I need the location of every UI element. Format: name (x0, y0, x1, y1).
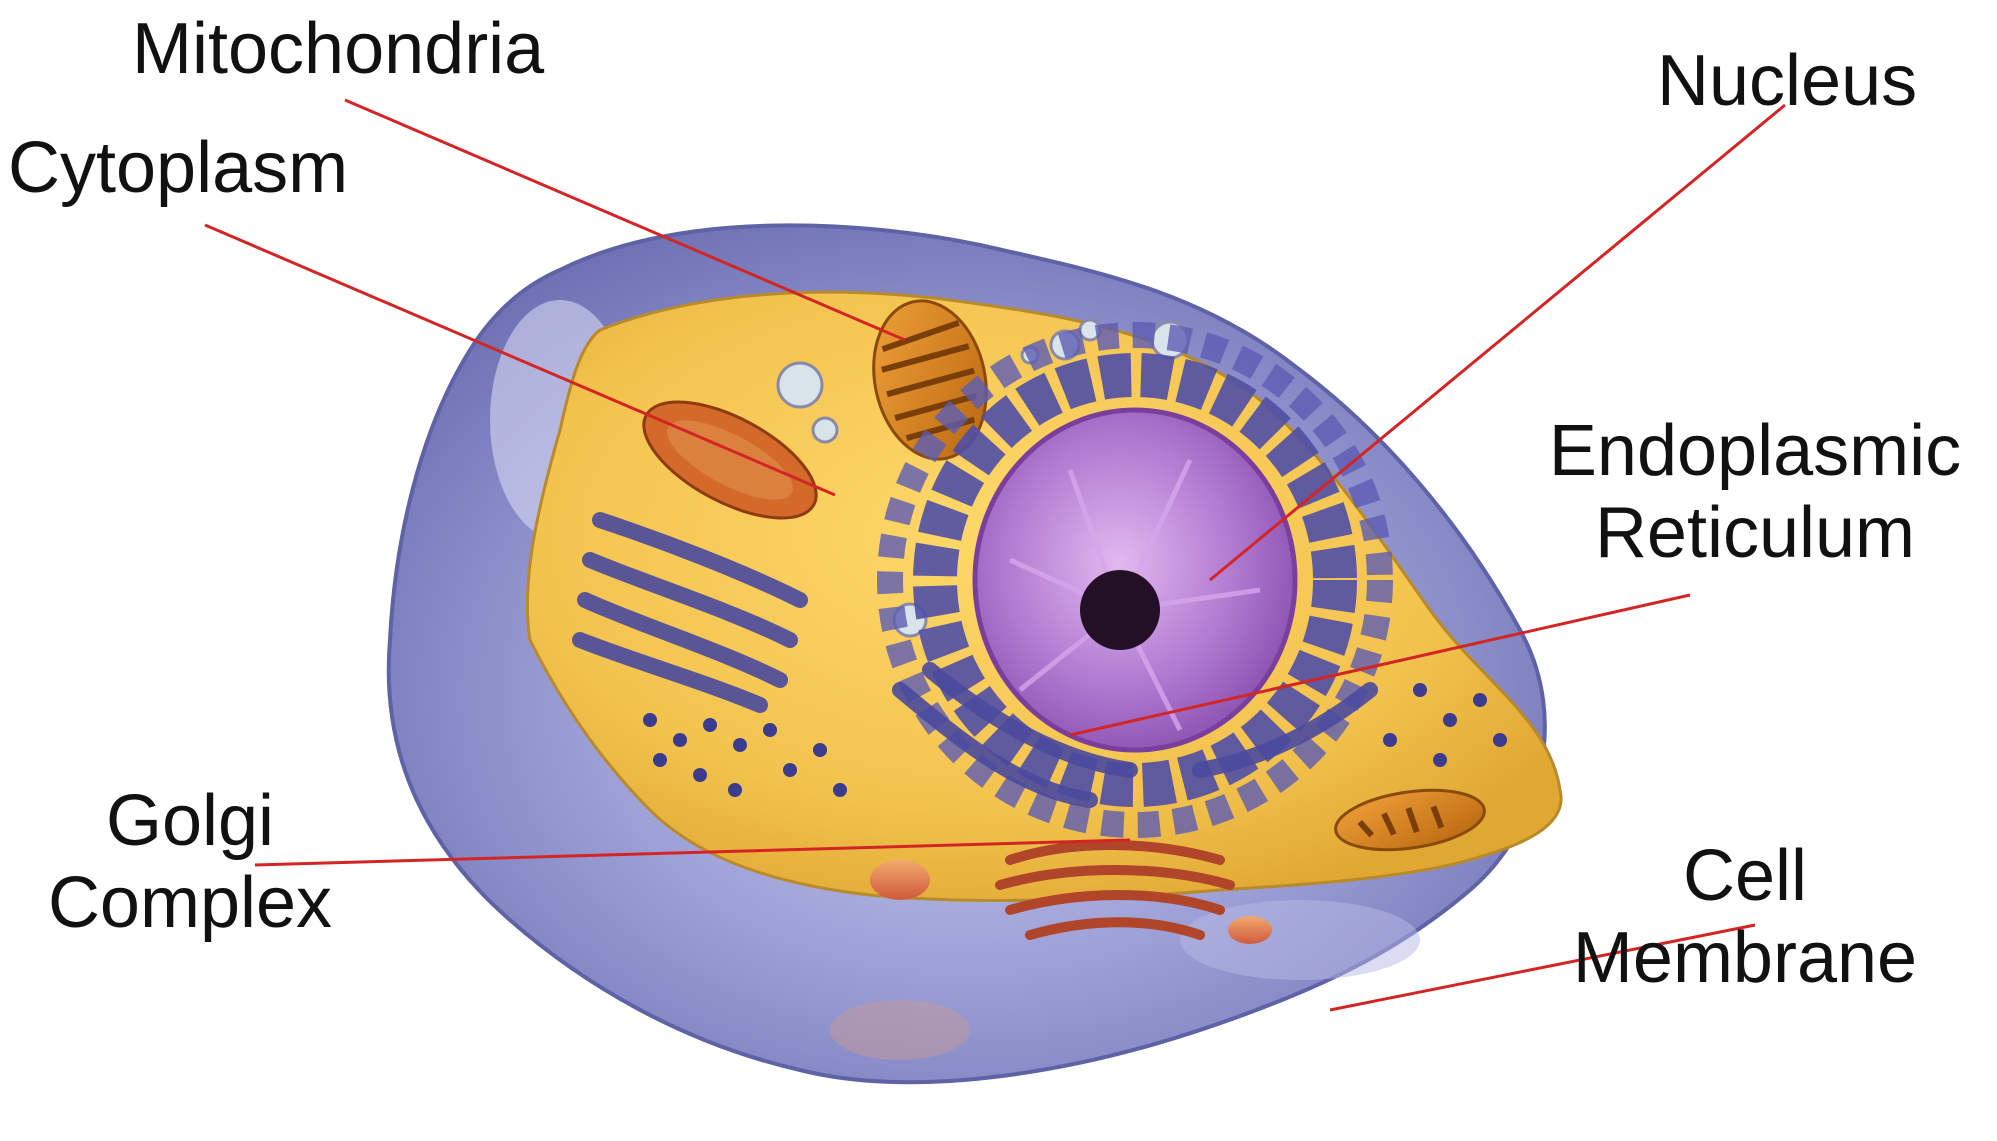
label-mitochondria: Mitochondria (132, 8, 544, 90)
label-golgi-complex: Golgi Complex (0, 780, 380, 944)
golgi-vesicle (870, 860, 930, 900)
membrane-organelle-ghost (830, 1000, 970, 1060)
label-nucleus: Nucleus (1657, 40, 1917, 122)
golgi-vesicle (1228, 916, 1272, 944)
label-cytoplasm: Cytoplasm (8, 127, 348, 209)
nucleolus (1080, 570, 1160, 650)
label-cell-membrane: Cell Membrane (1515, 835, 1975, 999)
label-endoplasmic-reticulum: Endoplasmic Reticulum (1520, 410, 1990, 574)
